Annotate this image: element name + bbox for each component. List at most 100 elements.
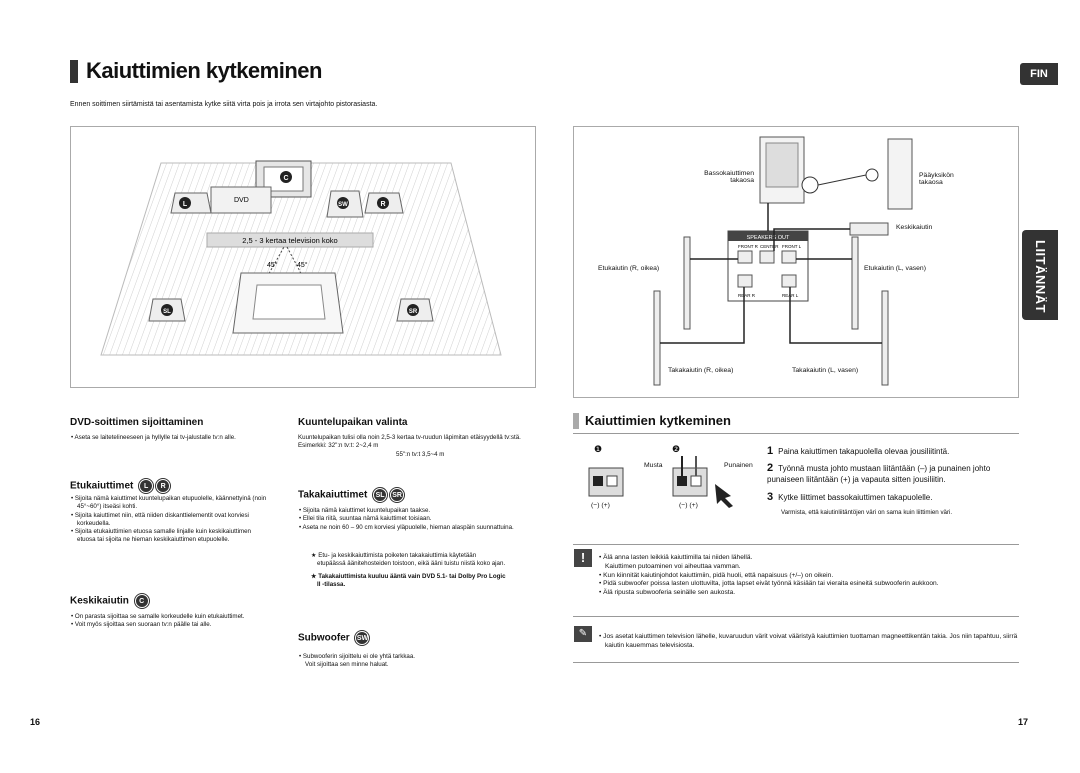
dvd-placement-heading: DVD-soittimen sijoittaminen [70, 417, 204, 428]
front-left-label: Etukaiutin (L, vasen) [864, 265, 926, 272]
connector-figures [588, 456, 733, 508]
center-speaker-text: • On parasta sijoittaa se samalle korkeu… [70, 613, 290, 630]
main-unit-rear-label: Pääyksikön takaosa [919, 172, 954, 186]
subwoofer-text: • Subwooferin sijoittelu ei ole yhtä tar… [298, 653, 528, 670]
front-right-speaker-unit [683, 236, 691, 330]
warning-text: • Älä anna lasten leikkiä kaiuttimilla t… [598, 554, 1020, 598]
badge-c: C [134, 594, 149, 608]
listening-position-heading: Kuuntelupaikan valinta [298, 417, 408, 428]
divider [573, 662, 1019, 663]
rear-r-terminal: REAR R [738, 293, 756, 298]
angle-right-label: 45° [297, 261, 308, 269]
badge-sl: SL [373, 488, 388, 502]
divider [573, 616, 1019, 617]
right-heading-bar [573, 413, 579, 429]
list-item: • Subwooferin sijoittelu ei ole yhtä tar… [299, 653, 416, 660]
badge-sr: SR [390, 488, 405, 502]
rear-right-cable [660, 287, 745, 344]
speakers-out-panel [727, 230, 809, 302]
main-unit [887, 138, 913, 210]
badge-r: R [156, 479, 171, 493]
distance-bar [206, 232, 374, 248]
front-r-terminal: FRONT R [738, 244, 759, 249]
center-label: Keskikaiutin [896, 224, 933, 231]
rear-left-label: Takakaiutin (L, vasen) [792, 367, 859, 374]
list-item: • Älä ripusta subwooferia seinälle sen a… [599, 589, 736, 597]
red-wire-label: Punainen [724, 462, 753, 469]
control-cable [817, 174, 867, 186]
room-diagram: C DVD L SW R 2,5 - 3 kertaa television k… [100, 160, 502, 356]
section-tab: LIITÄNNÄT [1022, 230, 1058, 320]
room-diagram-frame: C DVD L SW R 2,5 - 3 kertaa television k… [70, 126, 536, 388]
angle-left-label: 45° [267, 261, 278, 269]
dvd-unit [210, 186, 272, 214]
list-item: • Pidä subwoofer poissa lasten ulottuvil… [599, 580, 939, 588]
dvd-placement-text: • Aseta se laitetelineeseen ja hyllylle … [70, 434, 280, 442]
rear-speakers-text: • Sijoita nämä kaiuttimet kuuntelupaikan… [298, 507, 538, 532]
speaker-sr-label: SR [409, 309, 418, 315]
polarity-label-1: (−) (+) [591, 502, 610, 509]
right-heading: Kaiuttimien kytkeminen [585, 413, 731, 428]
page-number-left: 16 [30, 717, 41, 727]
center-speaker-unit [849, 222, 889, 236]
list-item: • Sijoita nämä kaiuttimet kuuntelupaikan… [299, 507, 431, 514]
front-right-label: Etukaiutin (R, oikea) [598, 265, 660, 272]
rear-right-speaker-unit [653, 290, 661, 386]
language-badge: FIN [1020, 63, 1058, 85]
sofa [232, 272, 344, 334]
center-cable [773, 228, 850, 251]
figure-2-label: ❷ [672, 444, 681, 454]
speaker-r-label: R [380, 201, 385, 208]
dvd-label: DVD [234, 197, 249, 204]
note-item: ★ Takakaiuttimista kuuluu ääntä vain DVD… [311, 572, 506, 588]
list-item: • Jos asetat kaiuttimen television lähel… [599, 633, 1018, 649]
note-text: • Jos asetat kaiuttimen television lähel… [598, 633, 1018, 651]
front-speakers-text: • Sijoita nämä kaiuttimet kuuntelupaikan… [70, 495, 270, 545]
list-item: • Älä anna lasten leikkiä kaiuttimilla t… [599, 554, 753, 561]
list-item: • Sijoita kaiuttimet niin, että niiden d… [71, 511, 249, 527]
list-item: • Voit myös sijoittaa sen suoraan tv:n p… [71, 621, 212, 629]
note-icon: ✎ [574, 626, 592, 642]
list-item: • Aseta se laitetelineeseen ja hyllylle … [71, 434, 236, 441]
figure-1-label: ❶ [594, 444, 603, 454]
center-speaker-heading: Keskikaiutin C [70, 594, 149, 608]
listening-position-text: Kuuntelupaikan tulisi olla noin 2,5-3 ke… [298, 434, 521, 458]
divider [573, 544, 1019, 545]
subwoofer-heading: Subwoofer SW [298, 631, 370, 645]
title-bar [70, 60, 78, 83]
wiring-diagram: SPEAKERS OUT FRONT R CENTER FRONT L REAR… [653, 136, 913, 386]
speaker-sl-label: SL [163, 309, 171, 315]
list-item: • Ellei tila riitä, suuntaa nämä kaiutti… [299, 515, 432, 523]
subwoofer-rear-label: Bassokaiuttimen takaosa [704, 170, 754, 184]
badge-sw: SW [355, 631, 370, 645]
front-left-speaker-unit [851, 236, 859, 330]
speaker-l-label: L [183, 201, 188, 208]
polarity-label-2: (−) (+) [679, 502, 698, 509]
step-3-note: Varmista, että kaiutinliitäntöjen väri o… [781, 509, 953, 516]
angle-line-right [286, 246, 304, 278]
list-item: • Kun kiinnität kaiutinjohdot kaiuttimii… [599, 571, 834, 579]
note-item: ★ Etu- ja keskikaiuttimista poiketen tak… [311, 552, 506, 568]
list-item: • Aseta ne noin 60 – 90 cm korviesi yläp… [299, 523, 514, 531]
speakers-out-label: SPEAKERS OUT [747, 235, 790, 241]
list-item: • Sijoita etukaiuttimien etuosa samalle … [71, 528, 251, 544]
front-l-terminal: FRONT L [782, 244, 802, 249]
page-title: Kaiuttimien kytkeminen [86, 58, 322, 83]
page-number-right: 17 [1018, 717, 1029, 727]
center-terminal: CENTER [760, 244, 779, 249]
angle-line-left [266, 246, 285, 278]
list-item: • Sijoita nämä kaiuttimet kuuntelupaikan… [71, 495, 267, 511]
push-arrow [715, 484, 733, 508]
wiring-diagram-frame: SPEAKERS OUT FRONT R CENTER FRONT L REAR… [573, 126, 1019, 398]
rear-right-label: Takakaiutin (R, oikea) [668, 367, 734, 374]
section-tab-label: LIITÄNNÄT [1033, 240, 1048, 314]
rear-left-speaker-unit [881, 290, 889, 386]
rear-speakers-notes: ★ Etu- ja keskikaiuttimista poiketen tak… [310, 552, 506, 589]
rear-left-cable [789, 287, 882, 344]
intro-text: Ennen soittimen siirtämistä tai asentami… [70, 101, 378, 108]
